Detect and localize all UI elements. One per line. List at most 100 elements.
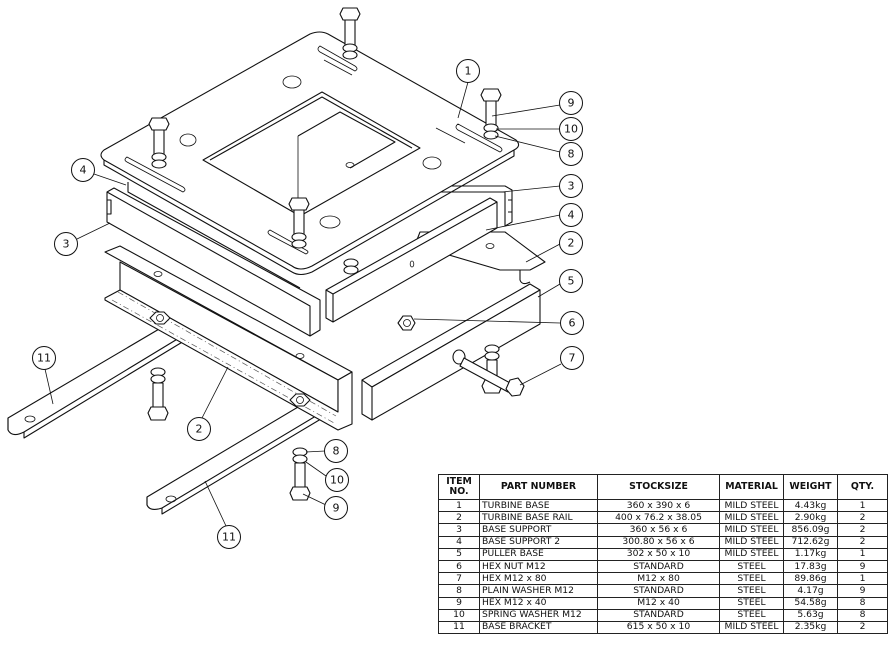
hex-nut-rail-2 bbox=[289, 393, 311, 407]
bom-cell-stocksize: 300.80 x 56 x 6 bbox=[597, 535, 720, 549]
bom-cell-qty: 8 bbox=[837, 596, 888, 610]
balloon-item-7: 7 bbox=[519, 346, 584, 386]
bom-cell-stocksize: 615 x 50 x 10 bbox=[597, 620, 720, 635]
puller-base bbox=[361, 283, 541, 421]
balloon-item-9-bottom: 9 bbox=[302, 493, 348, 520]
svg-text:8: 8 bbox=[568, 148, 575, 161]
bom-cell-item: 1 bbox=[438, 498, 480, 513]
bom-cell-material: MILD STEEL bbox=[719, 620, 784, 635]
hex-bolt-m12x80 bbox=[452, 349, 525, 397]
svg-text:3: 3 bbox=[568, 180, 575, 193]
bolt-assembly-front bbox=[288, 197, 310, 249]
bom-cell-part-number: PLAIN WASHER M12 bbox=[479, 584, 598, 598]
bom-cell-weight: 856.09g bbox=[783, 523, 838, 537]
bom-cell-qty: 9 bbox=[837, 584, 888, 598]
bom-cell-item: 10 bbox=[438, 608, 480, 622]
bom-cell-part-number: HEX M12 x 40 bbox=[479, 596, 598, 610]
bom-cell-qty: 2 bbox=[837, 523, 888, 537]
bom-cell-part-number: BASE SUPPORT bbox=[479, 523, 598, 537]
bolt-assembly-left bbox=[148, 117, 170, 169]
bom-cell-weight: 4.43kg bbox=[783, 498, 838, 513]
balloon-item-9: 9 bbox=[491, 91, 583, 117]
bom-cell-qty: 2 bbox=[837, 620, 888, 635]
bom-cell-qty: 1 bbox=[837, 572, 888, 586]
balloon-item-3-right: 3 bbox=[501, 174, 583, 198]
balloon-item-11-left: 11 bbox=[32, 346, 56, 405]
svg-text:7: 7 bbox=[569, 352, 576, 365]
bom-cell-stocksize: 400 x 76.2 x 38.05 bbox=[597, 511, 720, 525]
bom-cell-material: MILD STEEL bbox=[719, 535, 784, 549]
hex-nut-puller bbox=[397, 315, 416, 331]
svg-text:4: 4 bbox=[80, 164, 87, 177]
bom-cell-part-number: TURBINE BASE RAIL bbox=[479, 511, 598, 525]
svg-text:11: 11 bbox=[37, 352, 51, 365]
balloon-item-4-left: 4 bbox=[71, 158, 127, 186]
svg-text:10: 10 bbox=[330, 474, 344, 487]
bom-header-part-number: PART NUMBER bbox=[479, 474, 598, 500]
base-support-left bbox=[106, 187, 321, 337]
bom-cell-item: 2 bbox=[438, 511, 480, 525]
bom-cell-part-number: HEX M12 x 80 bbox=[479, 572, 598, 586]
bom-cell-material: MILD STEEL bbox=[719, 511, 784, 525]
base-support-2-left bbox=[127, 182, 301, 289]
bom-cell-stocksize: M12 x 40 bbox=[597, 596, 720, 610]
svg-text:5: 5 bbox=[568, 275, 575, 288]
bom-cell-material: STEEL bbox=[719, 608, 784, 622]
bom-cell-part-number: SPRING WASHER M12 bbox=[479, 608, 598, 622]
bom-header-weight: WEIGHT bbox=[783, 474, 838, 500]
balloon-item-1: 1 bbox=[456, 59, 480, 119]
balloon-item-8-bottom: 8 bbox=[305, 439, 348, 463]
balloon-item-3-left: 3 bbox=[54, 222, 111, 256]
bom-cell-stocksize: STANDARD bbox=[597, 584, 720, 598]
bom-cell-weight: 89.86g bbox=[783, 572, 838, 586]
bom-cell-qty: 8 bbox=[837, 608, 888, 622]
bom-cell-material: STEEL bbox=[719, 572, 784, 586]
hex-nut-rail-1 bbox=[149, 311, 171, 325]
turbine-base-rail-front bbox=[104, 245, 353, 431]
balloon-item-4-right: 4 bbox=[485, 203, 583, 231]
svg-text:9: 9 bbox=[568, 97, 575, 110]
bolt-assembly-lower-right bbox=[289, 447, 311, 501]
bom-cell-material: MILD STEEL bbox=[719, 523, 784, 537]
bom-cell-weight: 17.83g bbox=[783, 559, 838, 574]
svg-text:1: 1 bbox=[465, 65, 472, 78]
svg-text:2: 2 bbox=[196, 423, 203, 436]
bom-cell-item: 3 bbox=[438, 523, 480, 537]
balloon-item-10-bottom: 10 bbox=[305, 461, 349, 492]
bom-cell-weight: 2.90kg bbox=[783, 511, 838, 525]
bom-cell-part-number: PULLER BASE bbox=[479, 547, 598, 561]
bom-cell-stocksize: 360 x 390 x 6 bbox=[597, 498, 720, 513]
svg-text:3: 3 bbox=[63, 238, 70, 251]
base-support-2-right bbox=[325, 197, 498, 323]
bom-cell-qty: 2 bbox=[837, 511, 888, 525]
bom-cell-part-number: TURBINE BASE bbox=[479, 498, 598, 513]
bom-cell-item: 9 bbox=[438, 596, 480, 610]
bom-cell-material: STEEL bbox=[719, 584, 784, 598]
bom-cell-material: STEEL bbox=[719, 559, 784, 574]
bom-cell-weight: 4.17g bbox=[783, 584, 838, 598]
bom-header-qty: QTY. bbox=[837, 474, 888, 500]
bom-cell-material: STEEL bbox=[719, 596, 784, 610]
svg-text:9: 9 bbox=[333, 502, 340, 515]
svg-text:6: 6 bbox=[569, 317, 576, 330]
bom-cell-item: 4 bbox=[438, 535, 480, 549]
bom-cell-stocksize: STANDARD bbox=[597, 559, 720, 574]
svg-text:2: 2 bbox=[568, 237, 575, 250]
bom-cell-weight: 54.58g bbox=[783, 596, 838, 610]
svg-text:8: 8 bbox=[333, 445, 340, 458]
washer-stack-center bbox=[343, 258, 359, 275]
balloon-item-6: 6 bbox=[413, 311, 584, 335]
bom-cell-weight: 712.62g bbox=[783, 535, 838, 549]
